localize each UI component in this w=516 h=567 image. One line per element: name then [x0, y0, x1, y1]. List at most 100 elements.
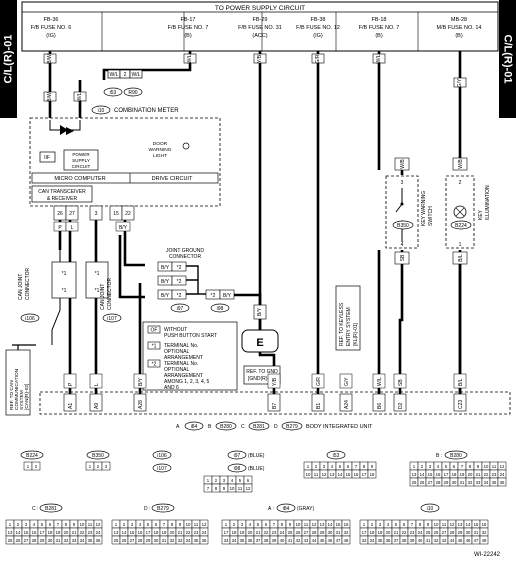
face-i10-pin: 33	[362, 538, 367, 543]
face-b281-pin: 32	[64, 538, 69, 543]
face-b350-pin: 1	[89, 464, 92, 469]
face-i84-pin: 36	[248, 538, 253, 543]
body-unit-wire-box	[311, 373, 325, 389]
svg-text:TERMINAL No.: TERMINAL No.	[164, 361, 198, 367]
face-b281-pin: 23	[88, 530, 93, 535]
face-b280-pin: 11	[492, 464, 497, 469]
face-b281-pin: 34	[80, 538, 85, 543]
face-i84-pin: 43	[304, 538, 309, 543]
body-unit-pin	[133, 393, 147, 412]
svg-text:G/R: G/R	[315, 54, 321, 63]
face-i10-pin: 42	[434, 538, 439, 543]
face-i10-pin: 19	[378, 530, 383, 535]
face-b280-pin: 15	[428, 472, 433, 477]
face-i84-pin: 42	[296, 538, 301, 543]
face-b281-pin: 14	[16, 530, 21, 535]
face-b279-pin: 28	[138, 538, 143, 543]
svg-text:i84: i84	[283, 506, 290, 512]
svg-text:i106: i106	[25, 316, 35, 322]
svg-text:F/B FUSE NO. 7: F/B FUSE NO. 7	[168, 25, 209, 31]
svg-text:(IG): (IG)	[313, 33, 323, 39]
face-i97-pin: 5	[239, 478, 242, 483]
face-b279-pin: 11	[194, 522, 199, 527]
face-b280-pin: 19	[460, 472, 465, 477]
svg-text:W/B: W/B	[458, 159, 464, 169]
svg-text:A: A	[176, 424, 180, 430]
svg-text:TERMINAL No.: TERMINAL No.	[164, 343, 198, 349]
face-b280-pin: 36	[500, 480, 505, 485]
face-i10-pin: 46	[466, 538, 471, 543]
face-b279-pin: 22	[186, 530, 191, 535]
svg-text:W/L: W/L	[110, 72, 119, 78]
face-b280-pin: 14	[420, 472, 425, 477]
svg-text:(BLUE): (BLUE)	[248, 466, 265, 472]
face-b281-pin: 13	[8, 530, 13, 535]
face-b280-pin: 4	[437, 464, 440, 469]
face-i84-pin: 14	[328, 522, 333, 527]
svg-text:B/L: B/L	[458, 254, 464, 262]
svg-text:SB: SB	[400, 254, 406, 261]
face-i84-pin: 27	[304, 530, 309, 535]
face-i10-pin: 17	[362, 530, 367, 535]
body-unit-wire-label: B/L	[458, 378, 464, 386]
face-b279-pin: 4	[139, 522, 142, 527]
svg-text:COMBINATION METER: COMBINATION METER	[114, 108, 179, 114]
face-b279-pin: 8	[171, 522, 174, 527]
body-unit-pin-label: B7	[272, 403, 278, 409]
body-unit-pin-label: C23	[458, 400, 464, 409]
face-i10-pin: 40	[418, 538, 423, 543]
face-i84-pin: 18	[232, 530, 237, 535]
face-i97-pin: 11	[238, 486, 243, 491]
face-i10-pin: 25	[426, 530, 431, 535]
face-i84-pin: 29	[320, 530, 325, 535]
face-i10-pin: 13	[458, 522, 463, 527]
face-b280-pin: 10	[484, 464, 489, 469]
joint-ground-connector: JOINT GROUND CONNECTOR B/Y *2 B/Y *2 B/Y…	[157, 248, 235, 313]
face-i53-cell	[367, 469, 377, 479]
face-b279-pin: 18	[154, 530, 159, 535]
svg-text:DOOR: DOOR	[153, 141, 168, 147]
svg-text:WARNING: WARNING	[148, 147, 171, 153]
svg-text:*1: *1	[95, 271, 100, 277]
face-b280-pin: 20	[468, 472, 473, 477]
face-i97-pin: 1	[207, 478, 210, 483]
power-supply-header: TO POWER SUPPLY CIRCUIT	[215, 5, 305, 12]
face-b281-pin: 8	[65, 522, 68, 527]
face-i10-pin: 15	[474, 522, 479, 527]
body-unit-pin-label: A9	[94, 403, 100, 409]
svg-text:KEY: KEY	[478, 209, 484, 220]
svg-text:CAN TRANSCEIVER: CAN TRANSCEIVER	[38, 189, 86, 195]
svg-text:L: L	[71, 225, 74, 231]
face-i53-pin: 12	[322, 472, 327, 477]
face-b281-pin: 11	[88, 522, 93, 527]
face-i84-pin: 24	[280, 530, 285, 535]
figure-id: WI-22242	[474, 552, 501, 558]
svg-text:F/B FUSE NO. 31: F/B FUSE NO. 31	[238, 25, 282, 31]
face-b279-pin: 35	[194, 538, 199, 543]
face-b279-pin: 36	[202, 538, 207, 543]
svg-text:AMONG 1, 2, 3, 4, 5: AMONG 1, 2, 3, 4, 5	[164, 379, 210, 385]
svg-text:(B): (B)	[375, 33, 383, 39]
svg-text:*1: *1	[152, 344, 157, 350]
body-unit-wire-box	[372, 373, 386, 389]
svg-text:F/B FUSE NO. 7: F/B FUSE NO. 7	[359, 25, 400, 31]
body-unit-pin	[453, 393, 467, 412]
face-i10-pin: 44	[450, 538, 455, 543]
svg-text:B224: B224	[26, 453, 38, 459]
face-i53-pin: 7	[355, 464, 358, 469]
face-i97-cell	[243, 483, 253, 493]
svg-text:REF. TO KEYLESS: REF. TO KEYLESS	[339, 302, 345, 346]
svg-text:D :: D :	[144, 506, 150, 512]
svg-text:22: 22	[125, 211, 131, 217]
face-i10-pin: 31	[474, 530, 479, 535]
svg-text:(IG): (IG)	[46, 33, 56, 39]
top-wire-labels: B/W W/L Y/B G/R W/L G/Y	[43, 53, 467, 87]
svg-text:B/Y: B/Y	[119, 225, 128, 231]
svg-text:(GRAY): (GRAY)	[297, 506, 314, 512]
face-b281-pin: 2	[17, 522, 20, 527]
face-i84-pin: 3	[241, 522, 244, 527]
body-unit-wire-label: W/L	[377, 377, 383, 386]
svg-text:*2: *2	[177, 265, 182, 271]
face-b279-pin: 33	[178, 538, 183, 543]
svg-text:*2: *2	[177, 279, 182, 285]
